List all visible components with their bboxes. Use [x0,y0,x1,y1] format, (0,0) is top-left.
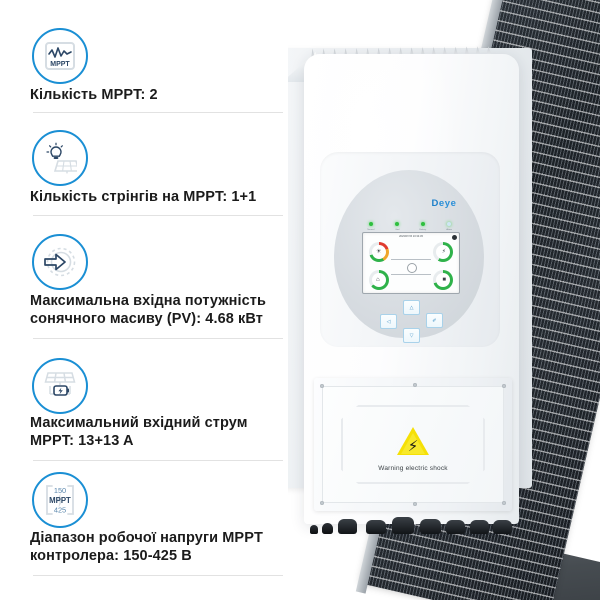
mppt-waveform-icon: MPPT [32,28,88,84]
separator-1 [33,112,283,113]
svg-text:425: 425 [54,506,66,515]
cable-gland [446,520,465,534]
warning-label-text: Warning electric shock [378,465,448,472]
solar-panel-battery-current-icon [32,358,88,414]
screw-bottom-left [320,501,324,505]
lcd-flow-lines [391,259,431,275]
led-grid-label: Grid [394,227,400,231]
led-battery: Battery [412,222,434,231]
separator-2 [33,215,283,216]
spec-label-strings-per-mppt: Кількість стрінгів на MPPT: 1+1 [30,189,257,205]
inverter-keypad[interactable]: △ ◁ ✐ ▽ [376,300,446,348]
spec-label-mppt-count: Кількість MPPT: 2 [30,87,158,103]
led-indicator-row: Normal Grid Battery Alarm [360,222,460,231]
led-alarm-dot [447,222,451,226]
inverter-wiring-box: ⚡ Warning electric shock [314,378,512,511]
button-right[interactable]: ✐ [426,313,443,328]
lcd-flow-hub [407,263,417,273]
deye-brand-logo: Deye [288,198,600,209]
button-up[interactable]: △ [403,300,420,315]
gear-icon[interactable] [452,234,457,240]
lcd-status-bar: 2023/07/15 10:34:45 [399,235,423,238]
spec-label-mppt-voltage-range: Діапазон робочої напруги MPPT контролера… [30,530,263,564]
led-battery-label: Battery [419,227,427,231]
gauge-battery [433,270,453,290]
led-normal: Normal [360,222,382,231]
separator-5 [33,575,283,576]
cable-gland [392,517,414,534]
cable-gland [493,520,512,534]
cable-gland-connectors [310,508,515,534]
arrow-gear-power-icon [32,234,88,290]
cable-gland [338,519,357,534]
gauge-load-icon: ⌂ [376,277,380,283]
led-normal-label: Normal [367,227,375,231]
svg-text:150: 150 [54,486,66,495]
cable-gland [366,520,386,534]
cable-gland [322,523,333,534]
gauge-battery-icon: ■ [442,277,446,283]
specification-list: MPPT Кількість MPPT: 2 [30,28,283,576]
screw-bottom-right [502,501,506,505]
button-down[interactable]: ▽ [403,328,420,343]
svg-text:MPPT: MPPT [50,61,70,68]
product-photo: Deye Normal Grid Battery Alarm 2023/07/1… [288,0,600,600]
led-battery-dot [421,222,425,226]
separator-3 [33,338,283,339]
led-alarm: Alarm [438,222,460,231]
gauge-pv-icon: ☀ [376,249,382,255]
led-normal-dot [369,222,373,226]
led-grid-dot [395,222,399,226]
cable-gland [470,520,489,534]
gauge-load [369,270,389,290]
gauge-pv [369,242,389,262]
cable-gland [310,525,318,534]
button-left[interactable]: ◁ [380,314,397,329]
screw-bottom-center [413,502,417,506]
warning-triangle-inner [401,433,425,454]
lightning-bolt-icon: ⚡ [407,438,419,455]
screw-top-left [320,384,324,388]
wiring-box-gasket [341,405,485,484]
wiring-box-cover: ⚡ Warning electric shock [322,386,504,503]
spec-label-max-input-current: Максимальний вхідний струм MPPT: 13+13 A [30,415,248,449]
screw-top-center [413,383,417,387]
inverter-lcd-screen[interactable]: 2023/07/15 10:34:45 ☀ ⚡ ⌂ ■ [362,232,460,294]
spec-label-max-pv-power: Максимальна вхідна потужність сонячного … [30,293,267,327]
brand-letter-d: D [431,198,439,209]
brand-letter-rest: eye [438,198,457,209]
gauge-grid [433,242,453,262]
screw-top-right [502,384,506,388]
led-grid: Grid [386,222,408,231]
separator-4 [33,460,283,461]
led-alarm-label: Alarm [446,227,452,231]
svg-text:MPPT: MPPT [49,496,71,505]
gauge-grid-icon: ⚡ [441,249,446,255]
bulb-solar-panel-icon [32,130,88,186]
cable-gland [420,519,441,534]
voltage-range-mppt-icon: 150 MPPT 425 [32,472,88,528]
